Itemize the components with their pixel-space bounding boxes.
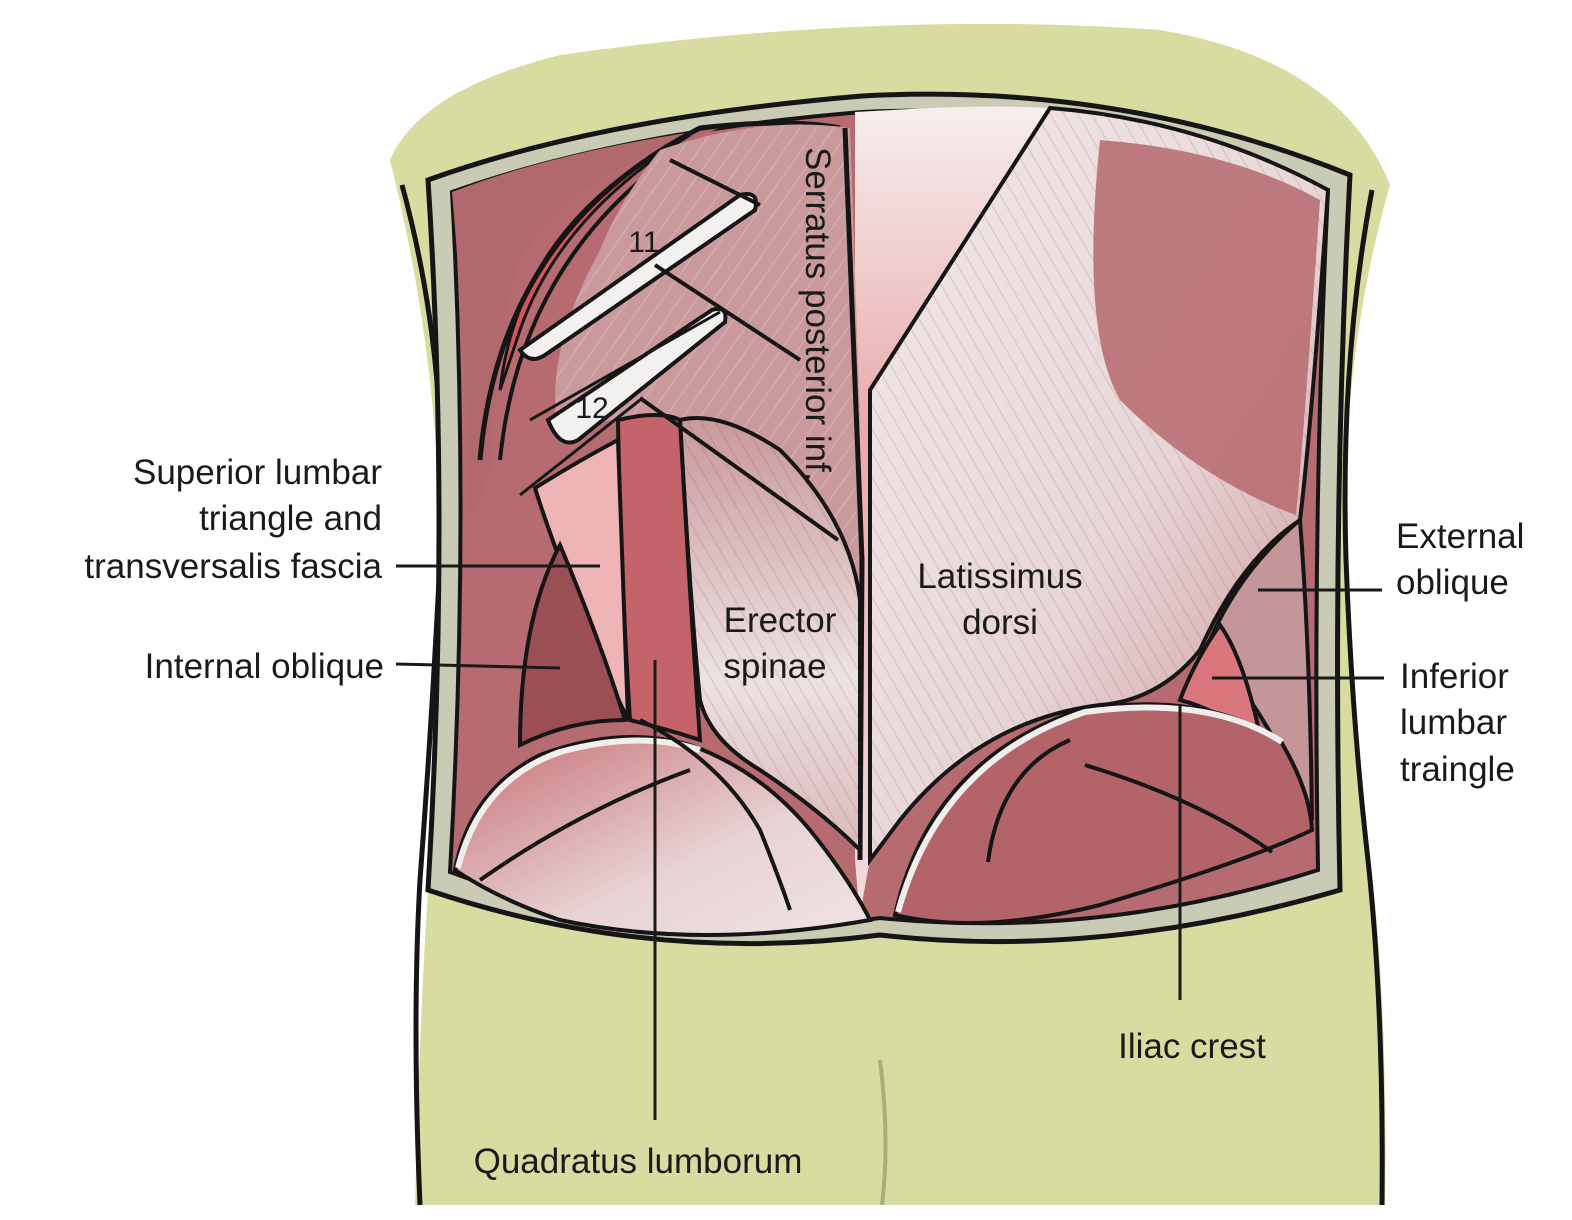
left-flank	[452, 128, 720, 520]
iliac-crest-left	[455, 737, 701, 869]
intercostal-line-4	[529, 310, 721, 422]
external-oblique	[1206, 515, 1314, 821]
label-rib-12: 12	[575, 392, 608, 425]
iliac-crest-right	[895, 704, 1284, 913]
intercostal-line-3	[638, 396, 840, 542]
label-erector-spinae-1: Erector	[724, 601, 837, 640]
latissimus-lateral-part	[1093, 140, 1320, 515]
gluteal-line-right-2	[1084, 763, 1274, 854]
intercostal-line-2	[653, 263, 802, 362]
label-iliac-crest: Iliac crest	[1118, 1027, 1266, 1066]
thoracolumbar-fascia	[855, 106, 1050, 920]
label-inferior-lumbar-1: Inferior	[1400, 657, 1509, 696]
gluteal-line-left-2	[639, 718, 792, 911]
outer-arc	[477, 120, 841, 461]
label-superior-lumbar-2: triangle and	[199, 499, 382, 538]
intercostal-line-1	[669, 158, 761, 207]
gluteal-cleft	[878, 1059, 888, 1206]
iliac-region-left	[452, 735, 873, 937]
label-internal-oblique: Internal oblique	[145, 647, 384, 686]
internal-oblique	[517, 540, 628, 749]
intercostal-line-5	[519, 398, 641, 497]
torso-right-edge	[1342, 189, 1385, 1206]
label-inferior-lumbar-2: lumbar	[1400, 703, 1507, 742]
leader-internal-oblique	[395, 662, 561, 670]
gluteal-line-right	[986, 738, 1071, 863]
serratus-fibres	[555, 124, 860, 860]
label-superior-lumbar-3: transversalis fascia	[84, 547, 382, 586]
label-external-oblique-1: External	[1396, 517, 1524, 556]
rib-12	[545, 306, 728, 445]
gluteal-line-left	[478, 768, 691, 882]
label-superior-lumbar-1: Superior lumbar	[133, 453, 382, 492]
label-erector-spinae-2: spinae	[723, 647, 826, 686]
rib-11	[517, 192, 758, 361]
label-rib-11: 11	[628, 226, 659, 259]
erector-fibres	[680, 418, 860, 850]
label-serratus-posterior-inf: Serratus posterior inf.	[798, 147, 837, 482]
label-latissimus-dorsi-1: Latissimus	[917, 557, 1082, 596]
label-latissimus-dorsi-2: dorsi	[962, 603, 1038, 642]
label-quadratus-lumborum: Quadratus lumborum	[474, 1142, 803, 1181]
label-external-oblique-2: oblique	[1396, 563, 1509, 602]
label-inferior-lumbar-3: traingle	[1400, 750, 1515, 789]
